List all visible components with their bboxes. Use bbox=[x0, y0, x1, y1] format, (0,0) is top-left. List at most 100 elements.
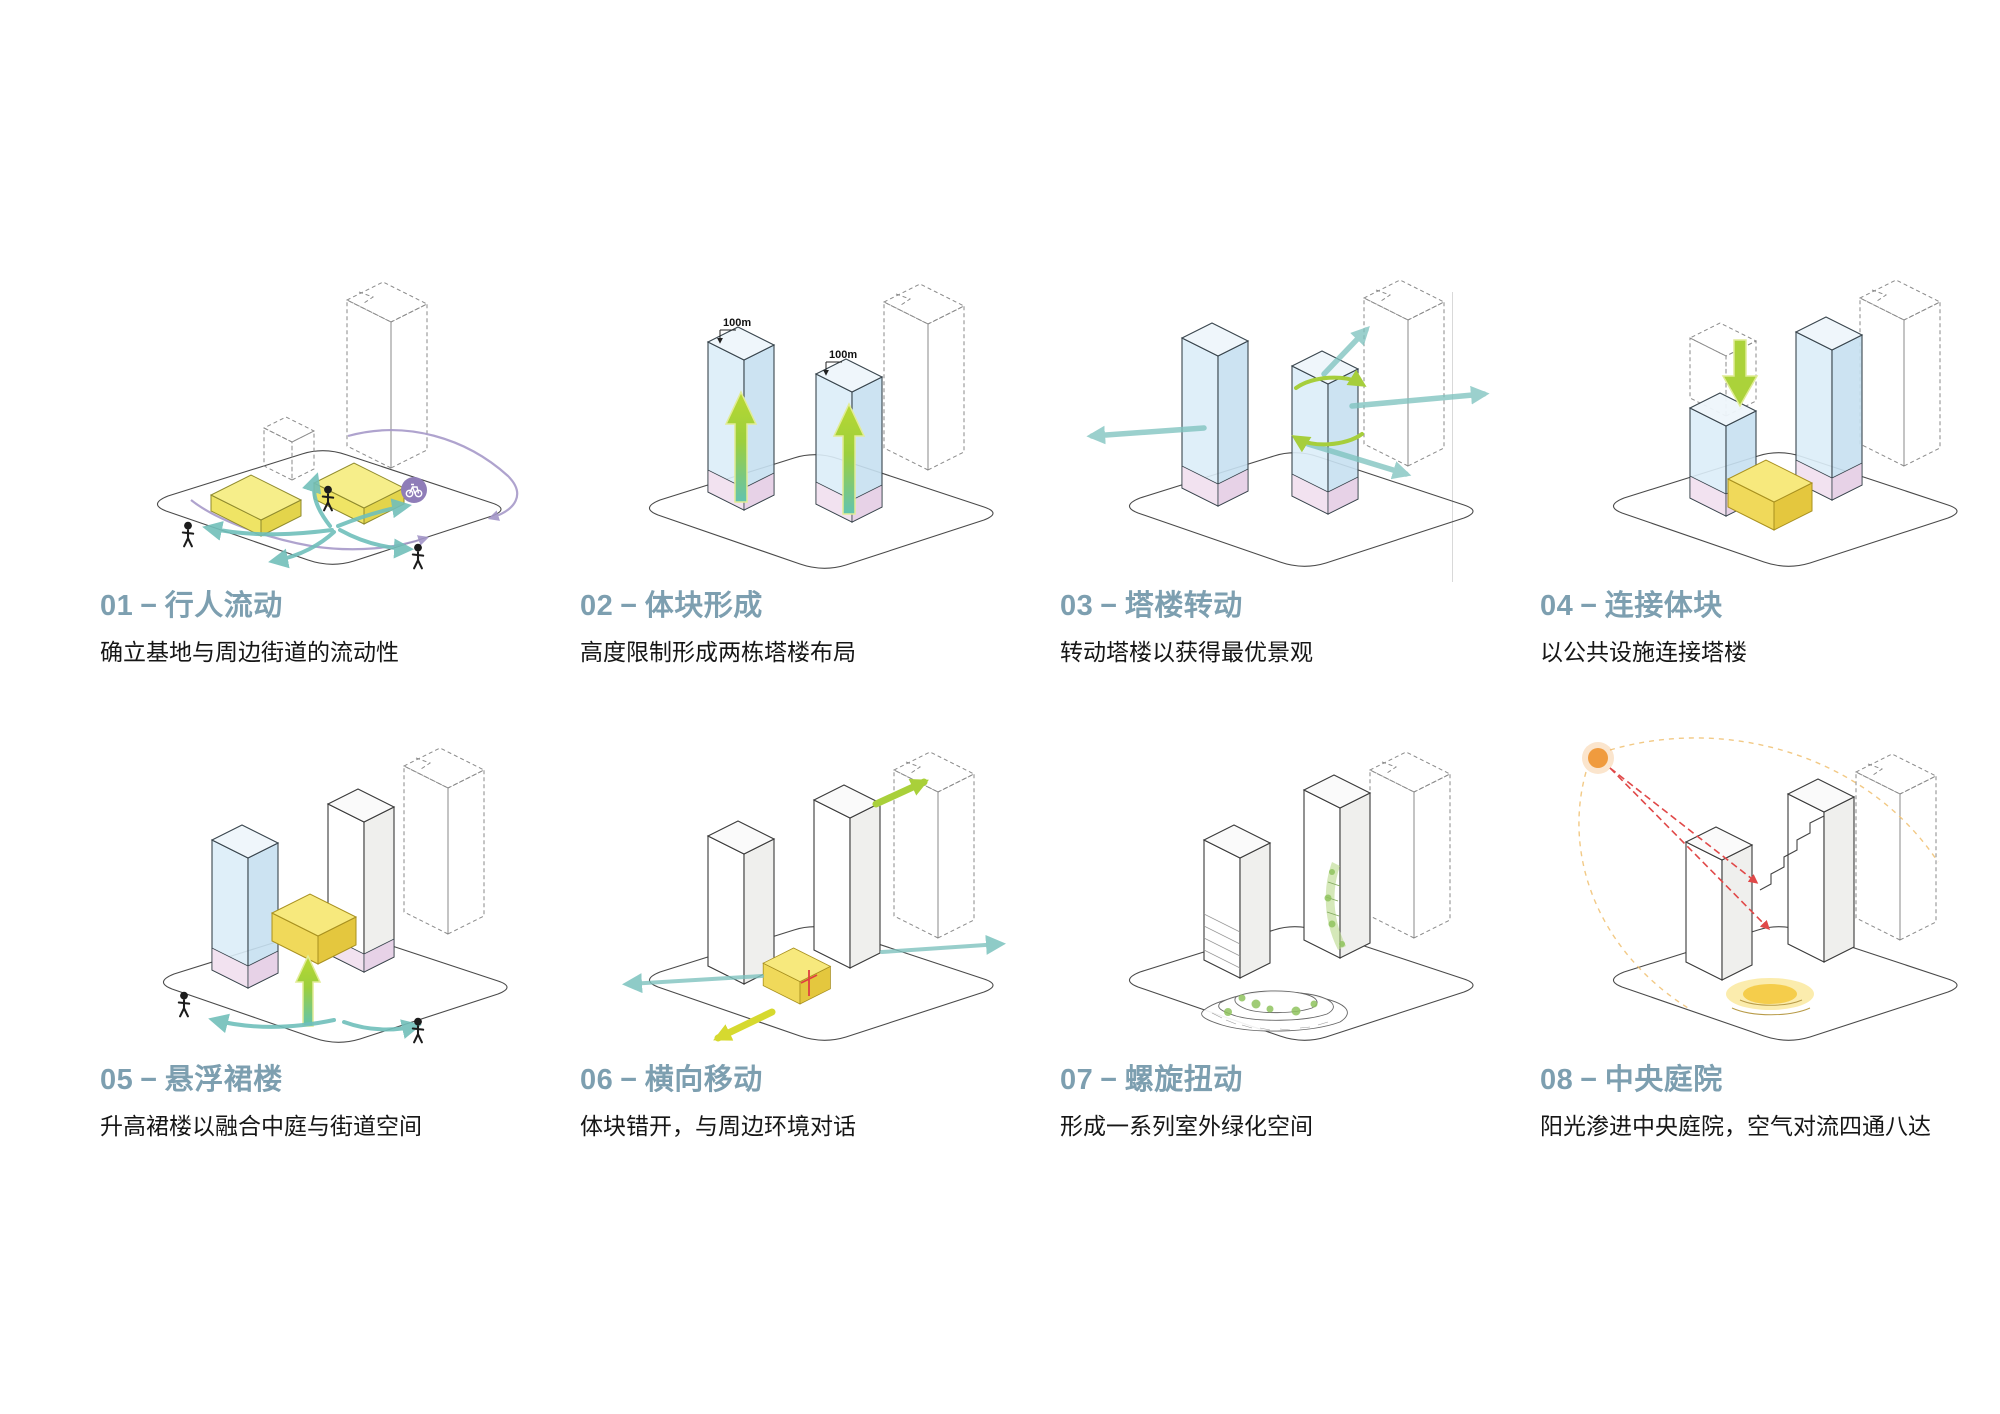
title-separator: − bbox=[620, 1064, 638, 1096]
title-separator: − bbox=[1100, 1064, 1118, 1096]
street-flow-arrows bbox=[208, 1013, 422, 1039]
view-direction-arrows bbox=[1086, 325, 1490, 480]
tower-mass bbox=[1795, 316, 1863, 501]
green-terrace-band bbox=[1325, 862, 1346, 950]
greenery bbox=[1224, 869, 1345, 1016]
context-building-outline bbox=[1369, 751, 1451, 939]
title-separator: − bbox=[1580, 1064, 1598, 1096]
context-podium-outline bbox=[263, 416, 315, 481]
tower-mass bbox=[1181, 322, 1249, 507]
move-down-arrow bbox=[1721, 339, 1759, 408]
diagram-central-courtyard bbox=[1578, 737, 1958, 1041]
sunlight-rays bbox=[1609, 767, 1771, 931]
step-description: 确立基地与周边街道的流动性 bbox=[100, 639, 399, 665]
step-number: 06 bbox=[580, 1064, 614, 1096]
spiral-podium bbox=[1201, 990, 1348, 1032]
step-description: 转动塔楼以获得最优景观 bbox=[1060, 639, 1313, 665]
diagram-mass-formation: 100m 100m bbox=[648, 283, 994, 569]
courtyard-terrace-lines bbox=[1731, 999, 1811, 1016]
bicycle-icon bbox=[401, 477, 427, 503]
step-title: 08−中央庭院 bbox=[1536, 1056, 1996, 1098]
dialogue-arrows bbox=[622, 934, 1006, 994]
context-building-outline bbox=[1363, 279, 1445, 467]
context-building-outline bbox=[1855, 753, 1937, 941]
stepped-terrace-stair bbox=[1759, 815, 1825, 891]
step-description: 以公共设施连接塔楼 bbox=[1540, 639, 1747, 665]
tower-mass bbox=[211, 824, 279, 989]
tower-mass bbox=[1787, 778, 1855, 963]
diagram-connecting-mass bbox=[1612, 279, 1958, 567]
title-separator: − bbox=[140, 1064, 158, 1096]
podium-slab bbox=[210, 474, 302, 537]
step-name: 体块形成 bbox=[644, 590, 763, 622]
step-description: 形成一系列室外绿化空间 bbox=[1060, 1113, 1313, 1139]
pedestrian-icon bbox=[411, 1016, 425, 1044]
step-number: 04 bbox=[1540, 590, 1574, 622]
pedestrian-icon bbox=[177, 990, 191, 1018]
step-number: 07 bbox=[1060, 1064, 1094, 1096]
tower-mass bbox=[813, 784, 881, 969]
podium-striations bbox=[1211, 1012, 1329, 1031]
context-building-outline bbox=[403, 747, 485, 935]
step-cell-06: 06−横向移动 体块错开，与周边环境对话 bbox=[576, 712, 1036, 1186]
step-title: 01−行人流动 bbox=[96, 582, 556, 624]
step-cell-02: 100m 100m 02−体块形成 高度限制形成两栋塔楼布局 bbox=[576, 238, 1036, 712]
step-title: 06−横向移动 bbox=[576, 1056, 1036, 1098]
title-separator: − bbox=[1100, 590, 1118, 622]
height-label-text: 100m bbox=[723, 317, 751, 329]
step-title: 05−悬浮裙楼 bbox=[96, 1056, 556, 1098]
step-name: 塔楼转动 bbox=[1124, 590, 1243, 622]
step-number: 03 bbox=[1060, 590, 1094, 622]
step-title: 07−螺旋扭动 bbox=[1056, 1056, 1516, 1098]
tower-mass bbox=[1685, 826, 1753, 981]
step-number: 01 bbox=[100, 590, 134, 622]
step-cell-08: 08−中央庭院 阳光渗进中央庭院，空气对流四通八达 bbox=[1536, 712, 1996, 1186]
diagram-spiral-twist bbox=[1128, 751, 1474, 1041]
step-number: 08 bbox=[1540, 1064, 1574, 1096]
step-name: 连接体块 bbox=[1604, 590, 1723, 622]
step-number: 02 bbox=[580, 590, 614, 622]
sun-path-arc bbox=[1578, 737, 1939, 1009]
pedestrian-icon bbox=[411, 542, 425, 570]
step-title: 04−连接体块 bbox=[1536, 582, 1996, 624]
step-cell-03: 03−塔楼转动 转动塔楼以获得最优景观 bbox=[1056, 238, 1516, 712]
step-title: 02−体块形成 bbox=[576, 582, 1036, 624]
step-cell-04: 04−连接体块 以公共设施连接塔楼 bbox=[1536, 238, 1996, 712]
terrace-lines bbox=[1203, 913, 1241, 969]
context-building-outline bbox=[893, 751, 975, 939]
step-name: 中央庭院 bbox=[1604, 1064, 1723, 1096]
step-cell-07: 07−螺旋扭动 形成一系列室外绿化空间 bbox=[1056, 712, 1516, 1186]
height-dimension-label: 100m bbox=[823, 349, 857, 376]
rotation-arrows bbox=[1291, 369, 1367, 453]
context-building-outline bbox=[1859, 279, 1941, 467]
step-description: 阳光渗进中央庭院，空气对流四通八达 bbox=[1540, 1113, 1931, 1139]
section-divider-line bbox=[1452, 292, 1453, 582]
shear-line-marker bbox=[800, 970, 818, 996]
pedestrian-flow-arrows bbox=[202, 472, 414, 569]
pedestrian-icon bbox=[181, 520, 195, 548]
courtyard-glow bbox=[1726, 978, 1814, 1010]
step-name: 行人流动 bbox=[164, 590, 283, 622]
title-separator: − bbox=[140, 590, 158, 622]
height-label-text: 100m bbox=[829, 349, 857, 361]
context-building-outline bbox=[346, 281, 428, 469]
tower-mass bbox=[707, 820, 775, 985]
step-number: 05 bbox=[100, 1064, 134, 1096]
diagram-grid: 01−行人流动 确立基地与周边街道的流动性 100m bbox=[96, 238, 1996, 1186]
lift-up-arrow bbox=[295, 955, 321, 1027]
step-name: 横向移动 bbox=[644, 1064, 763, 1096]
title-separator: − bbox=[620, 590, 638, 622]
diagram-lateral-shift bbox=[622, 751, 1006, 1042]
step-description: 体块错开，与周边环境对话 bbox=[580, 1113, 856, 1139]
step-name: 悬浮裙楼 bbox=[164, 1064, 283, 1096]
step-name: 螺旋扭动 bbox=[1124, 1064, 1243, 1096]
diagram-pedestrian-flow bbox=[156, 281, 519, 570]
step-description: 高度限制形成两栋塔楼布局 bbox=[580, 639, 856, 665]
context-building-outline bbox=[883, 283, 965, 471]
diagram-floating-podium bbox=[162, 747, 508, 1044]
diagram-tower-rotation bbox=[1086, 279, 1490, 567]
shift-arrows bbox=[713, 778, 929, 1042]
title-separator: − bbox=[1580, 590, 1598, 622]
step-cell-01: 01−行人流动 确立基地与周边街道的流动性 bbox=[96, 238, 556, 712]
